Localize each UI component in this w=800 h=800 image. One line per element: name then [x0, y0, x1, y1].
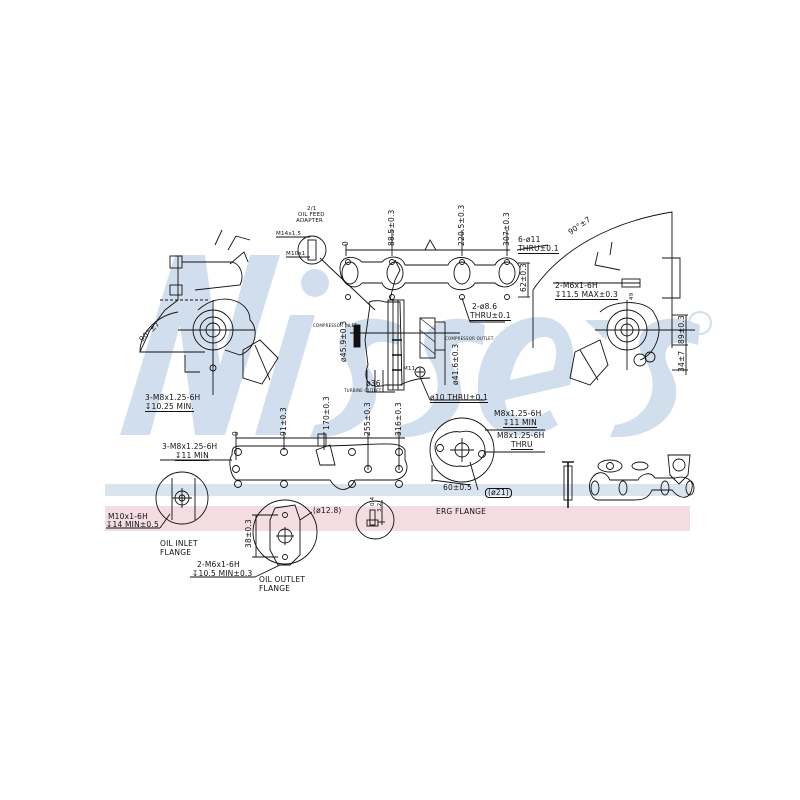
oval-gasket-icon [596, 458, 624, 474]
small-gasket-icon [630, 460, 650, 472]
center-turbo-section [350, 259, 485, 401]
kit-parts [562, 454, 695, 508]
exhaust-height-dim: 62±0.3 [519, 263, 528, 292]
compressor-inlet-tag: COMPRESSOR INLET [313, 323, 357, 328]
oil-outlet-caption-1: OIL OUTLET [259, 575, 306, 584]
exhaust-holes-thru: THRU±0.1 [518, 244, 559, 254]
lower-depth-spec: ↧11 MIN [175, 451, 209, 461]
egr-thru-spec-2: THRU [511, 440, 533, 450]
lower-dim-2: 170±0.3 [322, 396, 331, 430]
exhaust-dim-0: 0 [341, 241, 350, 246]
manifold-gasket-icon [588, 474, 696, 504]
oil-inlet-depth: ↧14 MIN±0.5 [106, 520, 159, 529]
oil-feed-thread-top: M14x1.5 [276, 231, 302, 237]
oil-feed-label-1: 2/1 [307, 206, 317, 212]
compressor-outlet-tag: COMPRESSOR OUTLET [445, 336, 494, 341]
exhaust-dim-3: 307±0.3 [502, 212, 511, 246]
oil-feed-label-2: OIL FEED [298, 212, 325, 218]
right-thread-spec: 2-M6x1-6H [555, 281, 598, 290]
lower-dim-4: 316±0.3 [394, 402, 403, 436]
egr-thread-spec-2: M8x1.25-6H [497, 431, 545, 440]
oil-outlet-thread: 2-M6x1-6H [197, 560, 240, 569]
egr-thread-spec-1: M8x1.25-6H [494, 409, 542, 418]
exhaust-stud-spec: 2-ø8.6 [472, 302, 498, 311]
exhaust-dim-2: 220.5±0.3 [457, 204, 466, 246]
oil-outlet-diameter: (ø12.8) [313, 506, 342, 515]
center-small-label: M11 [403, 366, 416, 372]
syringe-icon [560, 460, 576, 510]
lower-dim-0: 0 [231, 431, 240, 436]
oil-outlet-detail [190, 499, 318, 578]
small-detail-circle [355, 500, 395, 540]
oil-outlet-height: 38±0.3 [244, 519, 253, 548]
oil-inlet-thread: M10x1-6H [108, 512, 148, 521]
lower-thread-spec: 3-M8x1.25-6H [162, 442, 218, 451]
right-depth-spec: ↧11.5 MAX±0.3 [555, 290, 618, 300]
left-turbo-view [139, 229, 279, 395]
right-dim-vertical-2: 34±7 [677, 350, 686, 372]
right-dim-vertical-1: 89±0.3 [677, 315, 686, 344]
egr-diameter: (ø21) [485, 488, 512, 498]
egr-depth-spec-1: ↧11 MIN [503, 418, 537, 428]
detail-dim-2: 3.2 [377, 502, 383, 512]
egr-flange-detail [429, 417, 545, 491]
left-thread-spec: 3-M8x1.25-6H [145, 393, 201, 402]
right-turbo-view [532, 211, 695, 386]
oil-feed-label-3: ADAPTER [296, 218, 324, 224]
oil-inlet-caption-1: OIL INLET [160, 539, 198, 548]
egr-width-dim: 60±0.5 [443, 483, 472, 492]
exhaust-dim-1: 88.5±0.3 [387, 209, 396, 246]
center-diameter-2: ø36 [366, 379, 381, 388]
right-dim-small: 49 [629, 292, 635, 300]
oil-outlet-depth: ↧10.5 MIN±0.3 [192, 569, 253, 578]
detail-dim-1: 0.4 [370, 496, 376, 506]
turbine-outlet-tag: TURBINE OUTLET [344, 388, 382, 393]
oil-feed-adapter-detail [276, 235, 376, 311]
center-hole-spec: ø10 THRU±0.1 [430, 393, 489, 403]
oil-inlet-detail [106, 471, 209, 529]
left-depth-spec: ↧10.25 MIN. [145, 402, 195, 412]
egr-flange-caption: ERG FLANGE [436, 507, 487, 516]
exhaust-holes-spec: 6-ø11 [518, 235, 541, 244]
blue-band [105, 484, 690, 496]
pink-band [105, 506, 690, 531]
lower-dim-3: 255±0.3 [363, 402, 372, 436]
exhaust-manifold-top [339, 230, 549, 323]
center-diameter-3: ø41.6±0.3 [451, 343, 460, 385]
oil-feed-thread-bottom: M10x1 [286, 251, 306, 257]
oil-outlet-caption-2: FLANGE [259, 584, 291, 593]
lower-dim-1: 91±0.3 [279, 407, 288, 436]
oil-inlet-caption-2: FLANGE [160, 548, 192, 557]
exhaust-stud-thru: THRU±0.1 [470, 311, 511, 321]
